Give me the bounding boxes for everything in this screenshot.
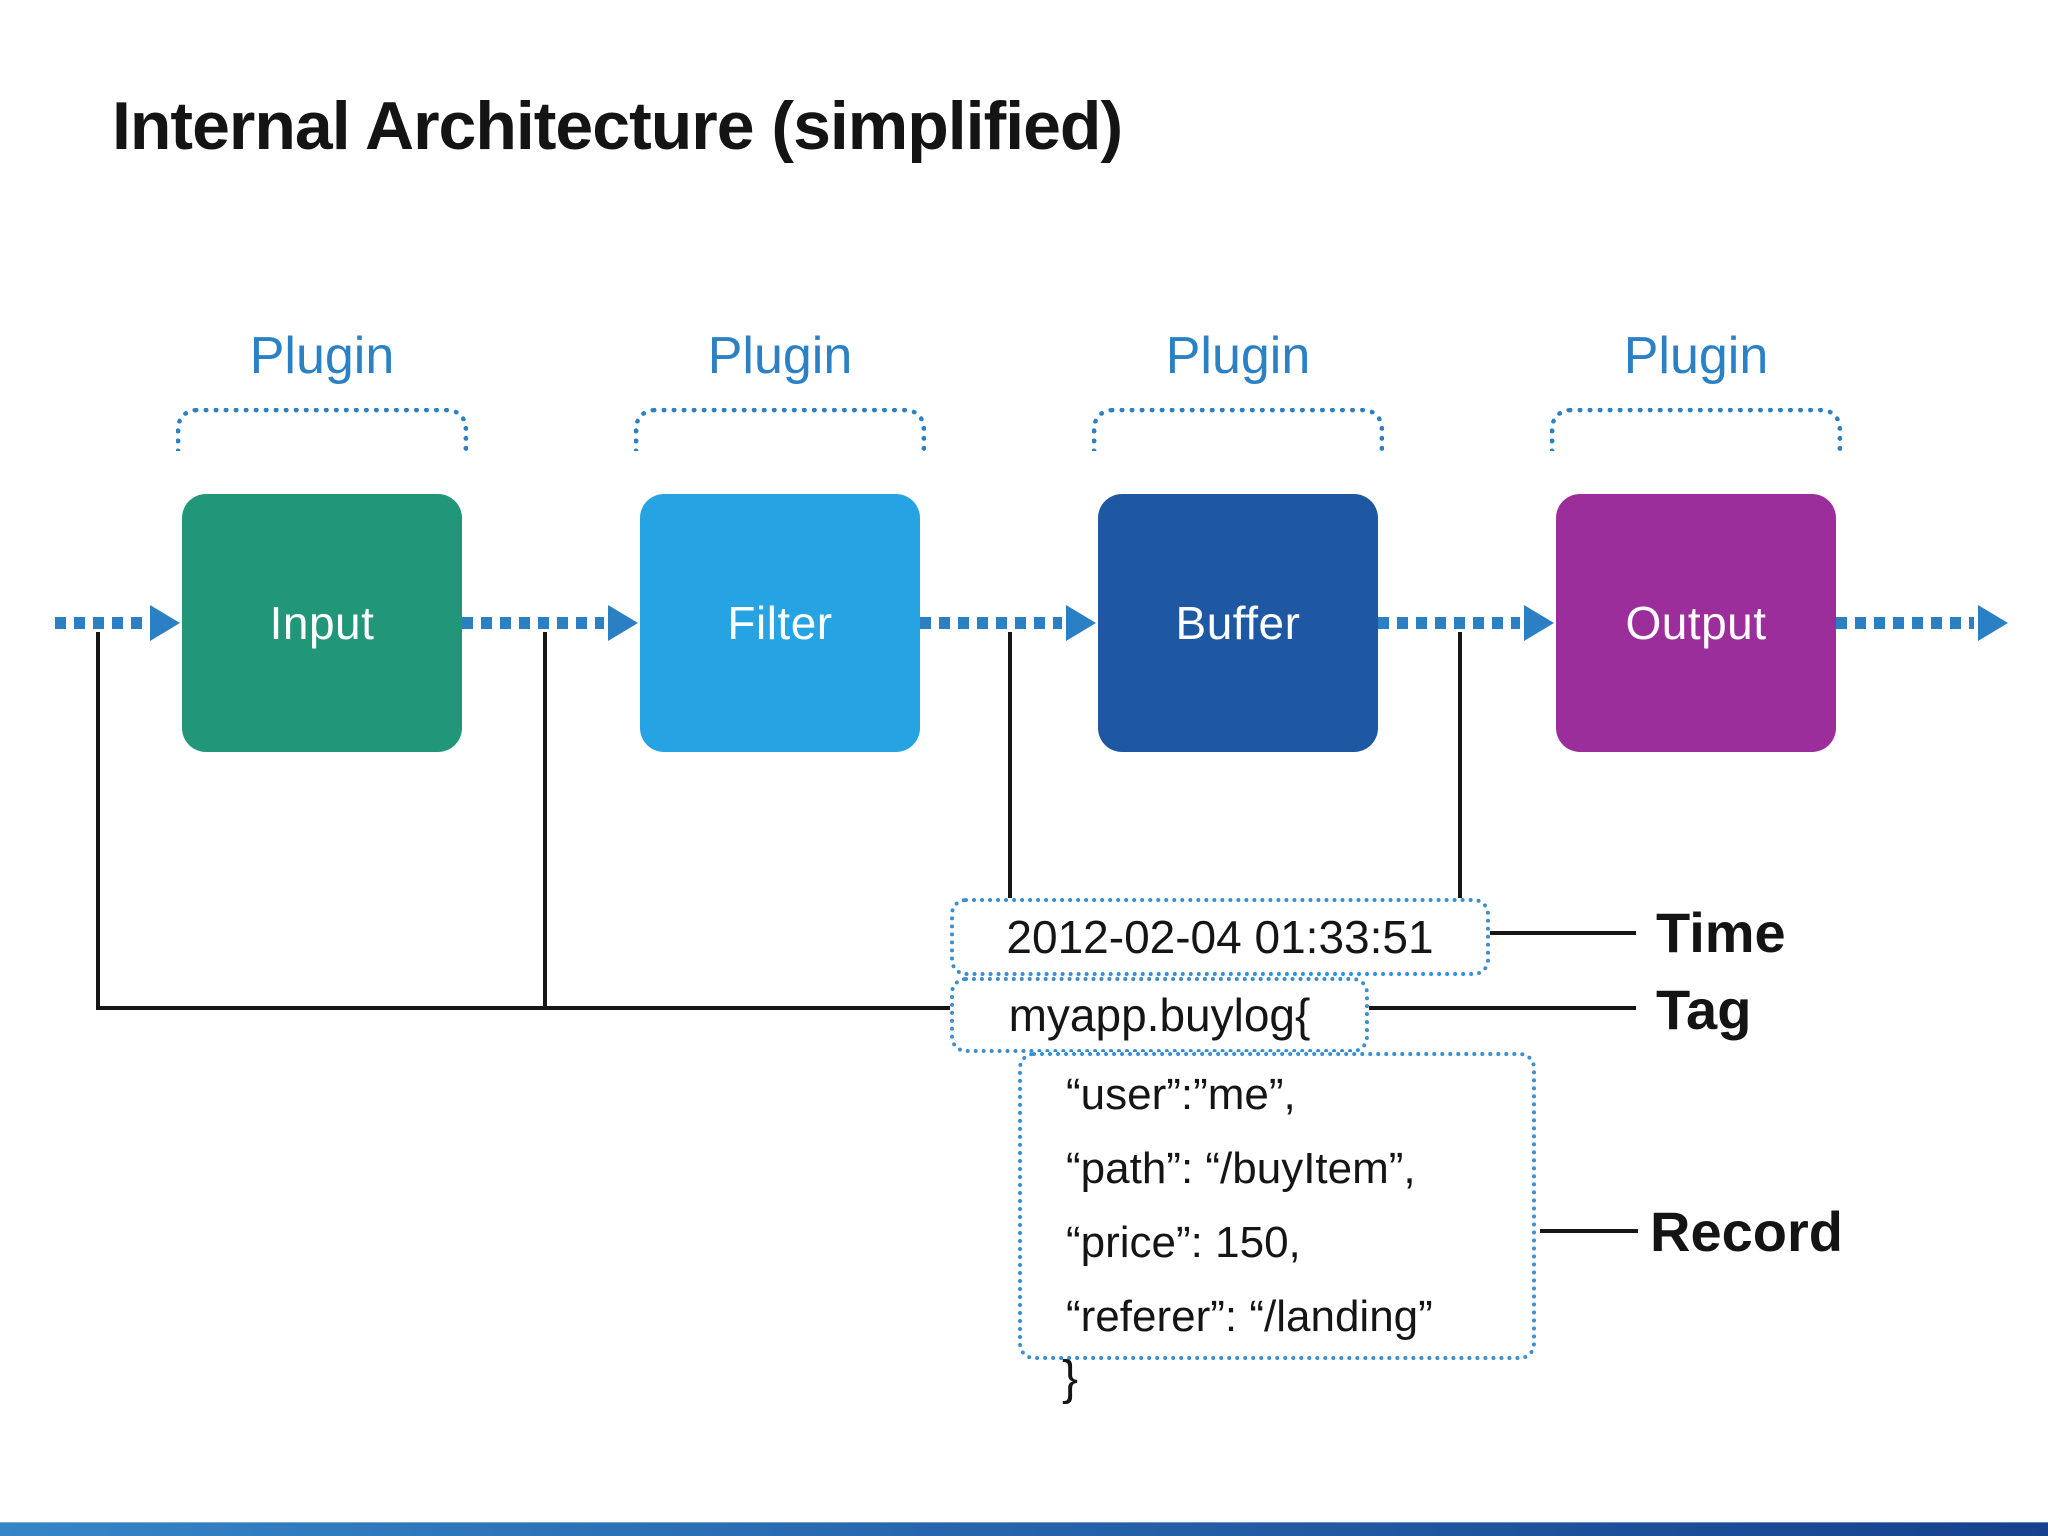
record-line: “user”:”me”,: [1066, 1070, 1296, 1119]
plugin-bracket-input: [176, 408, 468, 451]
flow-arrow-filter-buffer-head: [1066, 605, 1096, 641]
stage-box-filter: Filter: [640, 494, 920, 752]
time-value: 2012-02-04 01:33:51: [1006, 911, 1434, 963]
stage-box-input: Input: [182, 494, 462, 752]
connector-filter-buffer-vertical: [1008, 632, 1012, 898]
plugin-label-output: Plugin: [1623, 327, 1769, 385]
footer-gradient-bar: [0, 1522, 2048, 1536]
plugin-bracket-buffer: [1092, 408, 1384, 451]
tag-value-box: myapp.buylog{: [950, 977, 1369, 1053]
tag-label: Tag: [1656, 978, 1752, 1041]
flow-arrow-input-filter-head: [608, 605, 638, 641]
stage-label-filter: Filter: [727, 597, 833, 649]
flow-arrow-filter-buffer-dots: [920, 617, 1062, 629]
record-line: “referer”: “/landing”: [1066, 1292, 1433, 1341]
flow-arrow-in-head: [150, 605, 180, 641]
flow-arrow-buffer-output-head: [1524, 605, 1554, 641]
flow-arrow-input-filter-dots: [462, 617, 604, 629]
stage-box-buffer: Buffer: [1098, 494, 1378, 752]
connector-left-vertical: [96, 632, 100, 1010]
page-title: Internal Architecture (simplified): [112, 88, 1123, 164]
tag-value: myapp.buylog{: [1008, 989, 1311, 1041]
stage-label-buffer: Buffer: [1175, 597, 1301, 649]
time-value-box: 2012-02-04 01:33:51: [950, 898, 1490, 976]
record-value-box: “user”:”me”, “path”: “/buyItem”, “price”…: [1018, 1052, 1536, 1360]
connector-tag-horizontal: [96, 1006, 950, 1010]
tag-label-line: [1361, 1006, 1636, 1010]
flow-arrow-in-dots: [55, 617, 147, 629]
plugin-label-buffer: Plugin: [1165, 327, 1311, 385]
plugin-bracket-filter: [634, 408, 926, 451]
time-label-line: [1482, 931, 1636, 935]
stage-box-output: Output: [1556, 494, 1836, 752]
record-label-line: [1540, 1229, 1638, 1233]
stage-label-input: Input: [269, 597, 375, 649]
plugin-bracket-output: [1550, 408, 1842, 451]
plugin-label-filter: Plugin: [707, 327, 853, 385]
flow-arrow-out-dots: [1836, 617, 1974, 629]
time-label: Time: [1656, 901, 1786, 964]
record-line: “price”: 150,: [1066, 1218, 1301, 1267]
flow-arrow-buffer-output-dots: [1378, 617, 1520, 629]
record-label: Record: [1650, 1200, 1843, 1263]
record-closing-brace: }: [1062, 1352, 1079, 1405]
connector-buffer-output-vertical: [1458, 632, 1462, 898]
flow-arrow-out-head: [1978, 605, 2008, 641]
plugin-label-input: Plugin: [249, 327, 395, 385]
stage-label-output: Output: [1625, 597, 1767, 649]
connector-input-filter-vertical: [543, 632, 547, 1010]
record-line: “path”: “/buyItem”,: [1066, 1144, 1416, 1193]
